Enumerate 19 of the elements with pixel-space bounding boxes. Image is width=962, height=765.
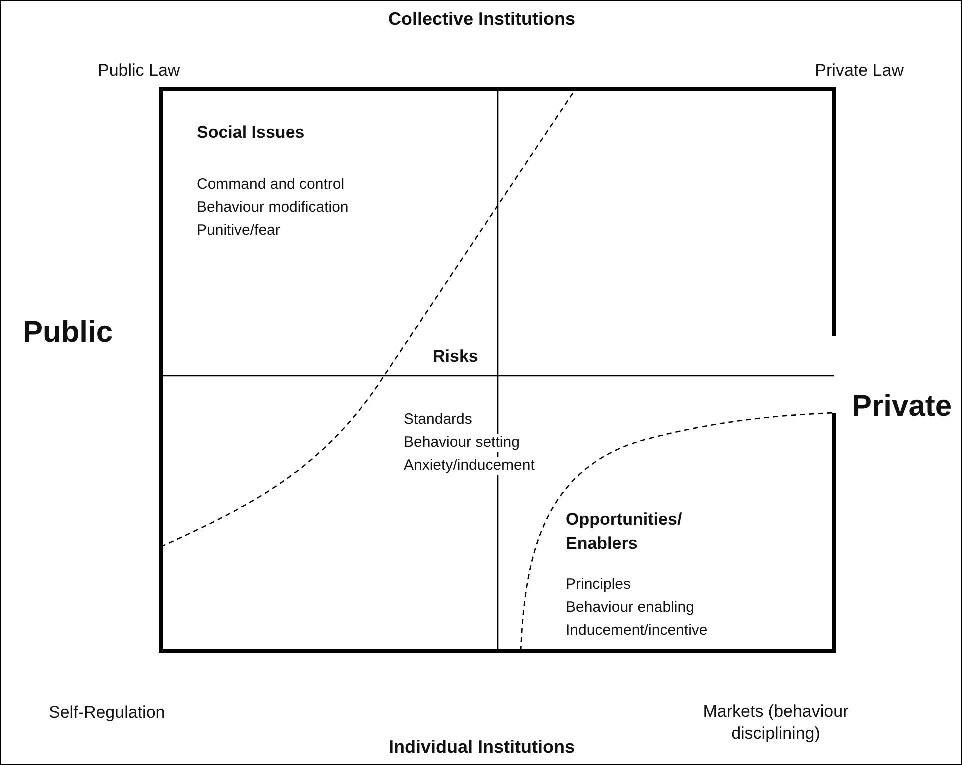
chart-title: Collective Institutions — [387, 9, 577, 30]
list-item: Inducement/incentive — [566, 622, 708, 640]
quadrant-heading: Opportunities/ Enablers — [566, 509, 684, 555]
corner-label: Self-Regulation — [49, 703, 166, 724]
corner-label: Private Law — [815, 61, 904, 82]
axis-title: Individual Institutions — [388, 736, 576, 759]
list-item: Behaviour setting — [404, 434, 520, 452]
quadrant-heading: Risks — [433, 347, 478, 368]
quadrant-heading: Social Issues — [197, 123, 305, 144]
axis-label: Public — [23, 315, 114, 351]
list-item: Principles — [566, 576, 632, 594]
corner-label: Markets (behaviour disciplining) — [702, 701, 850, 746]
list-item: Behaviour modification — [197, 199, 349, 217]
axis-label: Private — [852, 389, 952, 425]
list-item: Punitive/fear — [197, 222, 280, 240]
list-item: Behaviour enabling — [566, 599, 694, 617]
corner-label: Public Law — [98, 61, 180, 82]
list-item: Anxiety/inducement — [404, 457, 535, 475]
list-item: Command and control — [197, 176, 345, 194]
